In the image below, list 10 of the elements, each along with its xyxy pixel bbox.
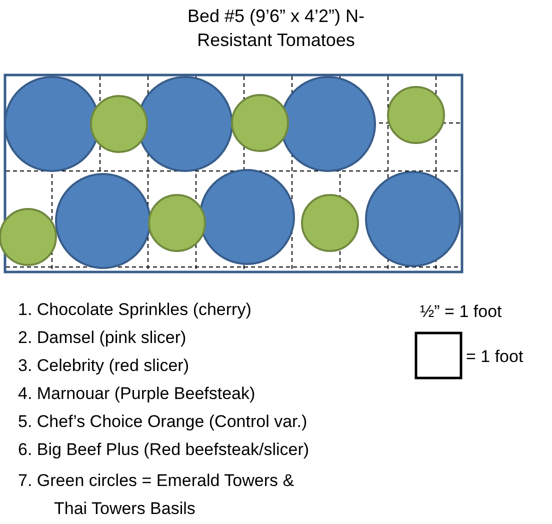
scale-note: = 1 foot bbox=[466, 346, 524, 367]
legend-item: 4. Marnouar (Purple Beefsteak) bbox=[18, 383, 256, 404]
legend-item: 5. Chef’s Choice Orange (Control var.) bbox=[18, 411, 308, 432]
scale-note: ½” = 1 foot bbox=[420, 301, 502, 322]
legend-item: 3. Celebrity (red slicer) bbox=[18, 355, 189, 376]
legend-item: 1. Chocolate Sprinkles (cherry) bbox=[18, 299, 252, 320]
title: Bed #5 (9’6” x 4’2”) N-Resistant Tomatoes bbox=[186, 5, 366, 52]
legend-item: 7. Green circles = Emerald Towers & Thai Towers Basils bbox=[18, 470, 296, 520]
legend-item: 6. Big Beef Plus (Red beefsteak/slicer) bbox=[18, 439, 310, 460]
legend-item: 2. Damsel (pink slicer) bbox=[18, 327, 186, 348]
